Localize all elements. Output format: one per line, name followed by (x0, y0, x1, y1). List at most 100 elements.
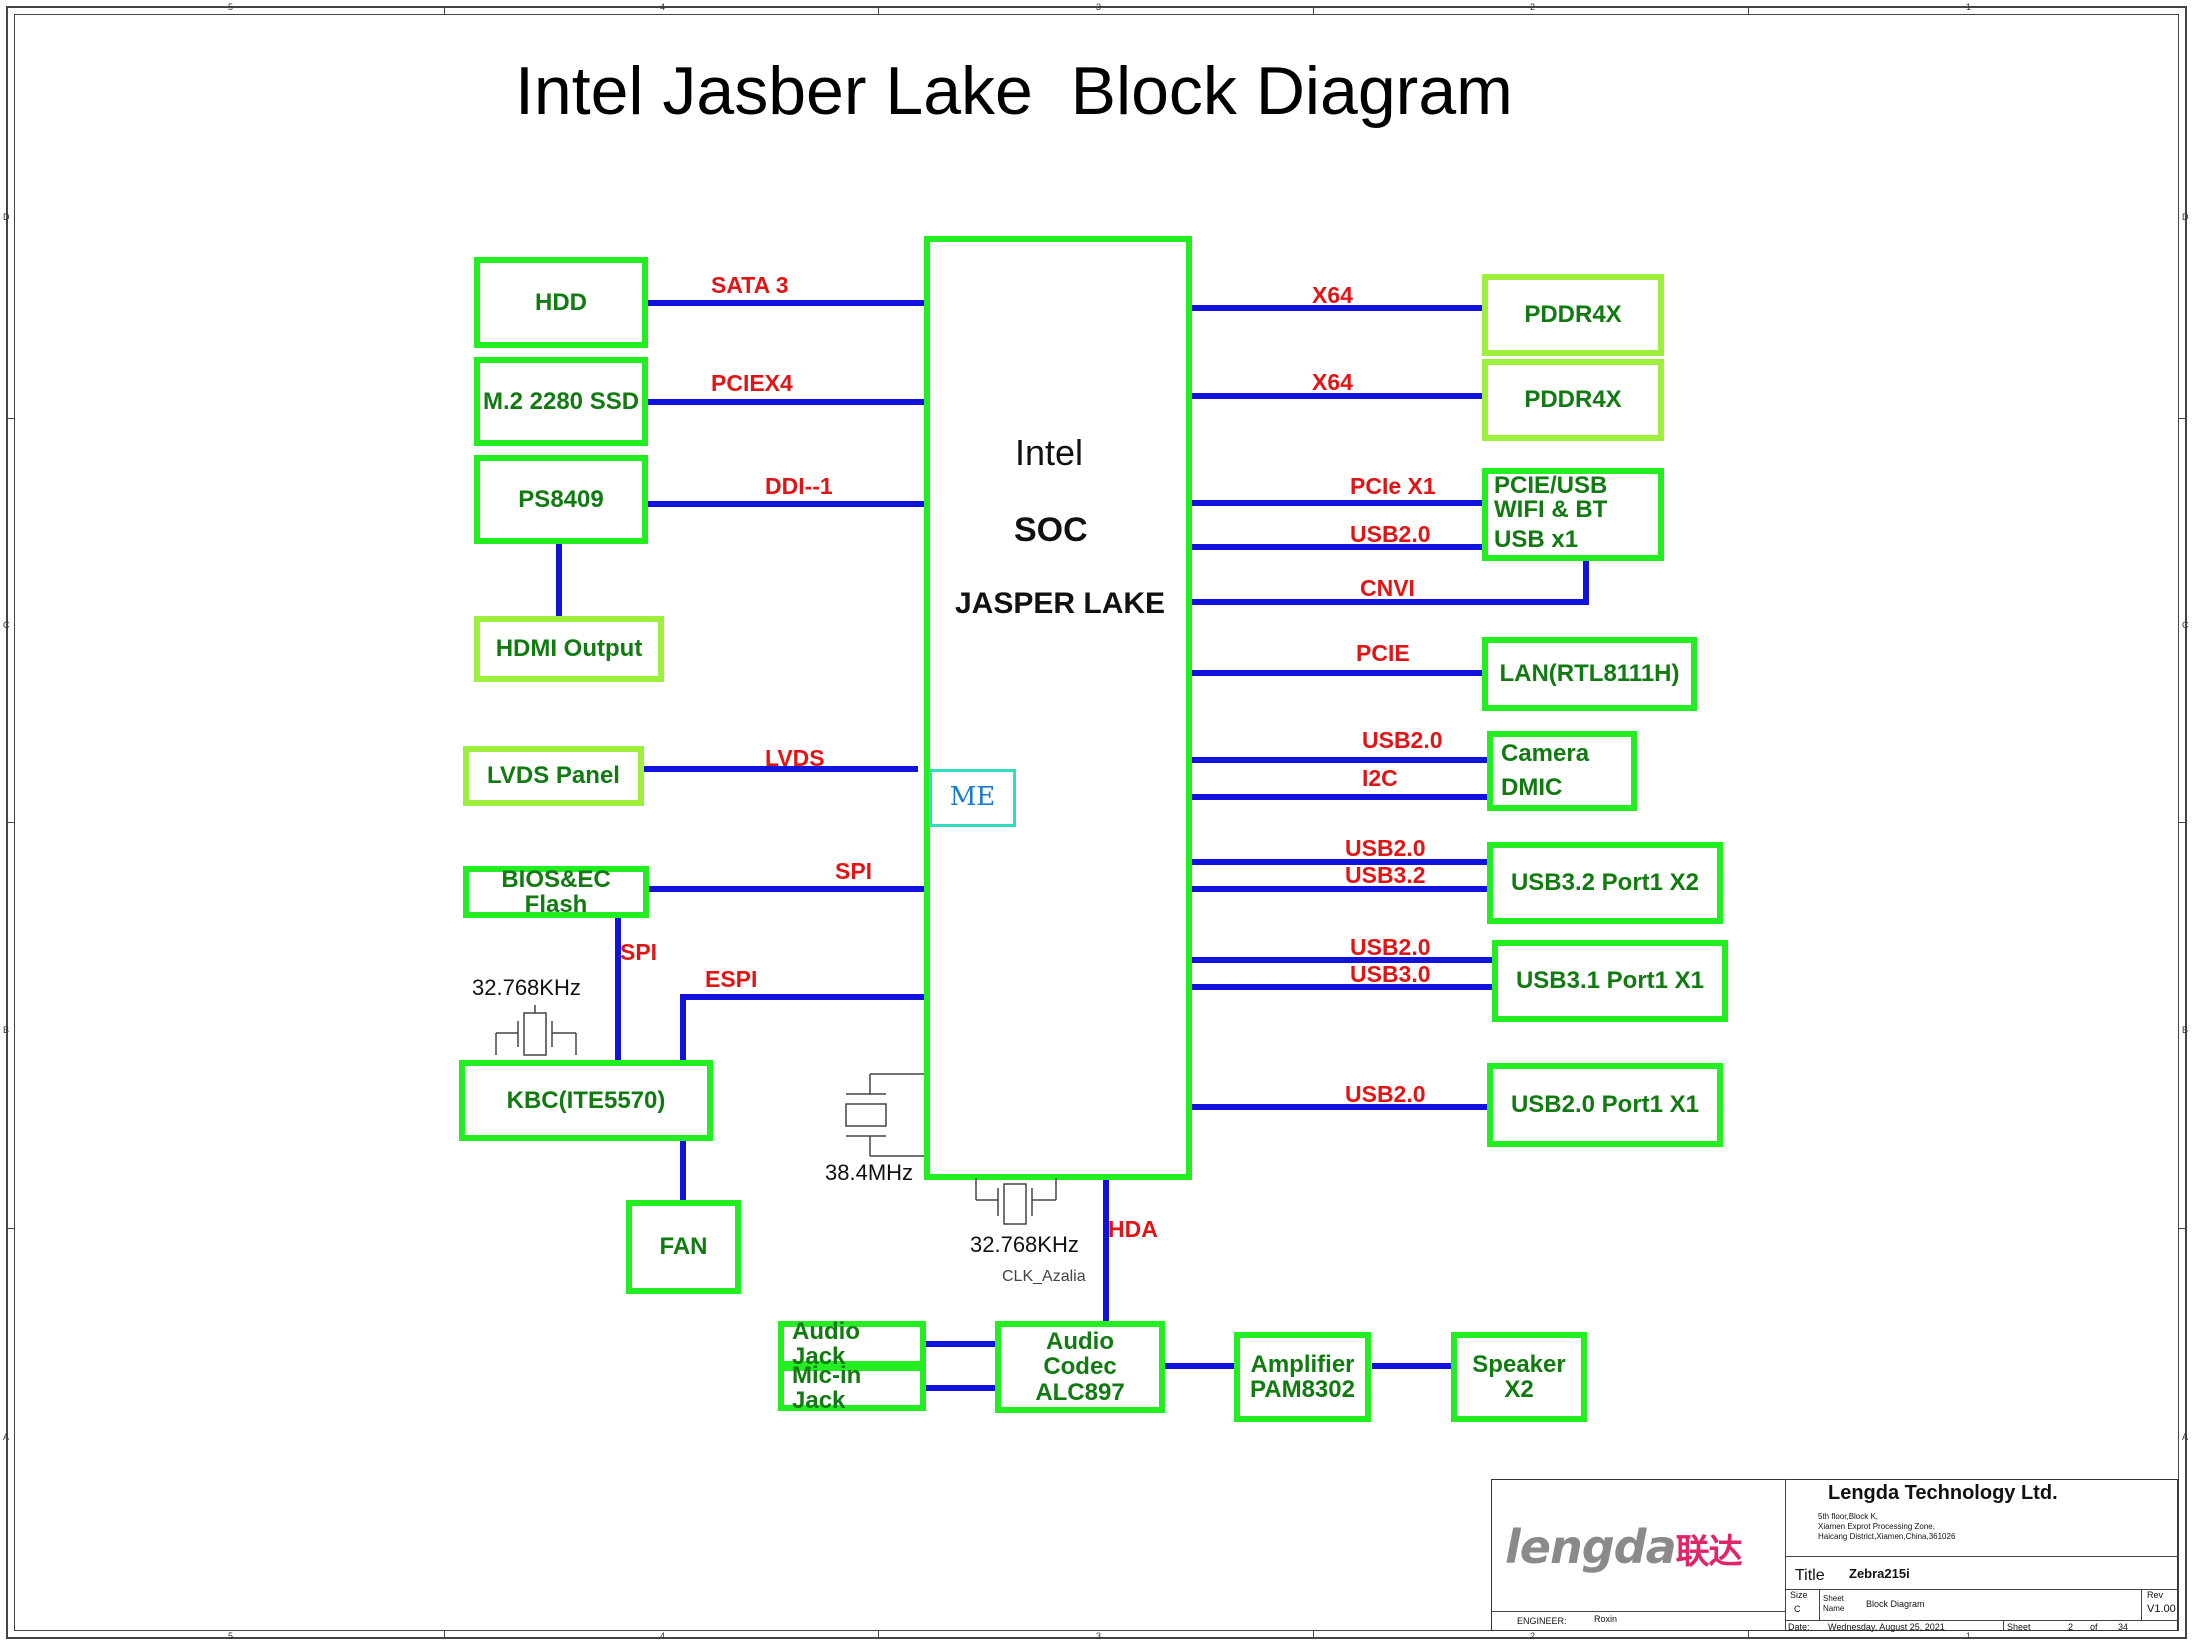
label-usb20-wifi: USB2.0 (1350, 521, 1431, 547)
wire-x64-2 (1188, 393, 1487, 399)
wire-sata (646, 300, 924, 306)
ruler-right-a: A (2182, 1432, 2189, 1442)
ruler-right-c: C (2182, 620, 2189, 630)
camera-line2: DMIC (1501, 774, 1563, 802)
ruler-tick (2178, 1228, 2187, 1229)
kbc-crystal-frequency: 32.768KHz (472, 975, 581, 1000)
label-x64-1: X64 (1312, 282, 1353, 308)
kbc-block: KBC(ITE5570) (459, 1060, 713, 1141)
title-value: Zebra215i (1849, 1566, 1910, 1581)
label-usb20-p31: USB2.0 (1350, 934, 1431, 960)
label-pcie-lan: PCIE (1356, 640, 1410, 666)
sheet-name-label: Sheet Name (1823, 1594, 1845, 1613)
label-hda: HDA (1108, 1216, 1158, 1242)
company-address-3: Haicang District,Xiamen,China,361026 (1818, 1532, 1956, 1541)
soc-crystal-frequency: 38.4MHz (825, 1160, 914, 1185)
audio-jack-block: Audio Jack (778, 1319, 926, 1369)
wire-usb20-p32 (1185, 859, 1492, 865)
bios-ec-flash-block: BIOS&EC Flash (463, 866, 649, 918)
title-block-divider-v4 (2003, 1620, 2004, 1631)
title-block-divider-h1 (1785, 1556, 2178, 1557)
ruler-top-2: 2 (1530, 2, 1536, 12)
wire-cnvi (1179, 599, 1589, 605)
label-pciex4: PCIEX4 (711, 370, 793, 396)
audio-codec-line3: ALC897 (1035, 1378, 1125, 1406)
ruler-bottom-2: 2 (1530, 1631, 1536, 1641)
ruler-right-d: D (2182, 212, 2189, 222)
camera-dmic-block: Camera DMIC (1487, 731, 1637, 811)
wire-usb20-wifi (1185, 544, 1487, 550)
wire-usb20-p20 (1185, 1104, 1492, 1110)
label-ddi: DDI--1 (765, 473, 833, 499)
wifi-line2: WIFI & BT (1494, 496, 1608, 523)
amplifier-line2: PAM8302 (1250, 1376, 1355, 1403)
ruler-tick (1748, 1630, 1749, 1639)
wire-pcie-x1 (1185, 500, 1487, 506)
frame-outer-top (6, 6, 2187, 8)
audio-codec-block: Audio Codec ALC897 (995, 1321, 1165, 1413)
label-usb20-p20: USB2.0 (1345, 1081, 1426, 1107)
title-block-divider-v3 (2141, 1589, 2142, 1620)
total-sheets-value: 34 (2118, 1622, 2129, 1632)
title-block (1491, 1479, 2178, 1631)
ruler-tick (878, 6, 879, 15)
camera-line1: Camera (1501, 740, 1590, 768)
wire-cnvi-up (1583, 556, 1589, 605)
company-logo-cn: 联达 (1675, 1532, 1743, 1572)
engineer-label: ENGINEER: (1517, 1616, 1567, 1626)
title-block-divider-h4 (1491, 1611, 1785, 1612)
frame-outer-bottom (6, 1637, 2187, 1639)
wire-spi-kbc (615, 911, 621, 1062)
wire-ps8409-hdmi (556, 539, 562, 622)
wifi-line1: PCIE/USB (1494, 472, 1608, 499)
label-usb32: USB3.2 (1345, 862, 1426, 888)
company-address-1: 5th floor,Block K, (1818, 1512, 1879, 1521)
label-sata: SATA 3 (711, 272, 789, 298)
ruler-tick (6, 1228, 15, 1229)
ruler-right-b: B (2182, 1025, 2189, 1035)
title-block-divider-h2 (1785, 1589, 2178, 1590)
kbc-crystal-symbol (495, 1005, 577, 1056)
ssd-block: M.2 2280 SSD (474, 357, 648, 446)
date-label: Date: (1788, 1622, 1810, 1632)
fan-block: FAN (626, 1200, 741, 1294)
of-label: of (2090, 1622, 2098, 1632)
label-lvds: LVDS (765, 745, 825, 771)
ruler-left-c: C (3, 620, 10, 630)
company-logo-text: lengda (1505, 1520, 1677, 1574)
label-pcie-x1: PCIe X1 (1350, 473, 1436, 499)
clk-azalia-label: CLK_Azalia (1002, 1268, 1086, 1285)
company-name: Lengda Technology Ltd. (1828, 1482, 2058, 1504)
ruler-tick (1748, 6, 1749, 15)
frame-inner-top (14, 14, 2179, 15)
ruler-tick (1313, 6, 1314, 15)
audio-codec-line2: Codec (1043, 1353, 1117, 1381)
wire-pcie-lan (1179, 670, 1487, 676)
wire-i2c (1185, 794, 1492, 800)
rtc-crystal-frequency: 32.768KHz (970, 1232, 1079, 1257)
ruler-bottom-1: 1 (1966, 1631, 1972, 1641)
pddr4x-block-1: PDDR4X (1482, 274, 1664, 356)
company-address-2: Xiamen Exprot Processing Zone, (1818, 1522, 1935, 1531)
wire-x64-1 (1188, 305, 1487, 311)
pddr4x-block-2: PDDR4X (1482, 359, 1664, 441)
ruler-tick (444, 6, 445, 15)
usb31-port-block: USB3.1 Port1 X1 (1492, 940, 1728, 1022)
label-cnvi: CNVI (1360, 575, 1415, 601)
size-label: Size (1790, 1590, 1808, 1600)
ruler-bottom-5: 5 (228, 1631, 234, 1641)
ruler-tick (6, 418, 15, 419)
wire-hda (1103, 1175, 1109, 1325)
wire-amp-speaker (1372, 1363, 1455, 1369)
company-logo: lengda联达 (1505, 1520, 1743, 1574)
ruler-bottom-4: 4 (660, 1631, 666, 1641)
frame-inner-bottom (14, 1630, 2179, 1631)
soc-label-jasper-lake: JASPER LAKE (955, 587, 1166, 620)
label-i2c: I2C (1362, 765, 1398, 791)
rev-label: Rev (2147, 1590, 2164, 1600)
label-spi-flash: SPI (835, 858, 873, 884)
wire-audio-jack (922, 1341, 998, 1347)
label-spi-kbc: SPI (620, 939, 658, 965)
usb32-port-block: USB3.2 Port1 X2 (1487, 842, 1723, 924)
